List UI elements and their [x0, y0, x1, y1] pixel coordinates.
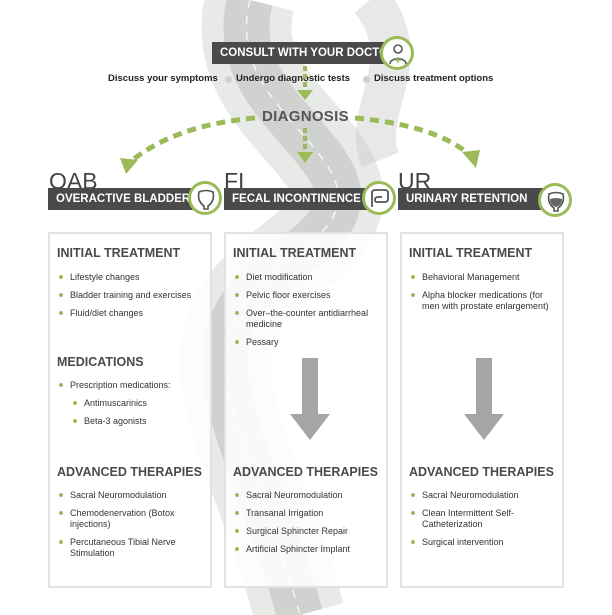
full-bladder-icon — [547, 191, 565, 212]
ur-advanced-list: Sacral Neuromodulation Clean Intermitten… — [410, 490, 550, 555]
list-item: Behavioral Management — [410, 272, 550, 283]
fi-banner: FECAL INCONTINENCE — [224, 188, 372, 210]
oab-medications-list: Prescription medications: Antimuscarinic… — [58, 380, 208, 434]
list-item: Sacral Neuromodulation — [234, 490, 384, 501]
doctor-badge — [380, 36, 414, 70]
fi-advanced-heading: ADVANCED THERAPIES — [233, 465, 378, 479]
bladder-icon — [197, 189, 215, 210]
step-symptoms: Discuss your symptoms — [108, 73, 218, 84]
oab-advanced-list: Sacral Neuromodulation Chemodenervation … — [58, 490, 198, 566]
list-item: Pelvic floor exercises — [234, 290, 384, 301]
list-item: Diet modification — [234, 272, 384, 283]
fi-initial-list: Diet modification Pelvic floor exercises… — [234, 272, 384, 355]
oab-initial-heading: INITIAL TREATMENT — [57, 246, 181, 260]
step-tests: Undergo diagnostic tests — [236, 73, 351, 84]
list-item: Bladder training and exercises — [58, 290, 208, 301]
step-dot — [363, 76, 370, 83]
oab-initial-list: Lifestyle changes Bladder training and e… — [58, 272, 208, 326]
list-item: Pessary — [234, 337, 384, 348]
step-options: Discuss treatment options — [374, 73, 494, 84]
list-item: Lifestyle changes — [58, 272, 208, 283]
oab-column: INITIAL TREATMENT Lifestyle changes Blad… — [48, 232, 212, 588]
down-arrow-icon — [290, 358, 330, 440]
ur-advanced-heading: ADVANCED THERAPIES — [409, 465, 554, 479]
consult-label: CONSULT WITH YOUR DOCTOR — [220, 47, 397, 59]
list-item: Alpha blocker medications (for men with … — [410, 290, 550, 312]
list-item: Fluid/diet changes — [58, 308, 208, 319]
oab-banner: OVERACTIVE BLADDER — [48, 188, 196, 210]
list-item: Surgical intervention — [410, 537, 550, 548]
list-item: Surgical Sphincter Repair — [234, 526, 384, 537]
ur-badge — [538, 183, 572, 217]
list-item: Antimuscarinics — [58, 398, 208, 409]
list-item: Chemodenervation (Botox injections) — [58, 508, 198, 530]
fi-abbr: FI — [224, 168, 245, 194]
fi-advanced-list: Sacral Neuromodulation Transanal Irrigat… — [234, 490, 384, 562]
fi-badge — [362, 181, 396, 215]
list-item: Sacral Neuromodulation — [410, 490, 550, 501]
list-item: Over–the-counter antidiarrheal medicine — [234, 308, 384, 330]
ur-banner: URINARY RETENTION — [398, 188, 546, 210]
fi-column: INITIAL TREATMENT Diet modification Pelv… — [224, 232, 388, 588]
step-dot — [225, 76, 232, 83]
list-item: Sacral Neuromodulation — [58, 490, 198, 501]
list-item: Clean Intermittent Self-Catheterization — [410, 508, 550, 530]
doctor-icon — [389, 44, 407, 65]
list-item: Artificial Sphincter Implant — [234, 544, 384, 555]
fi-name: FECAL INCONTINENCE — [232, 193, 361, 205]
oab-name: OVERACTIVE BLADDER — [56, 193, 191, 205]
ur-initial-list: Behavioral Management Alpha blocker medi… — [410, 272, 550, 319]
diagnosis-label: DIAGNOSIS — [262, 108, 349, 125]
oab-advanced-heading: ADVANCED THERAPIES — [57, 465, 202, 479]
list-item: Transanal Irrigation — [234, 508, 384, 519]
oab-medications-heading: MEDICATIONS — [57, 355, 144, 369]
fi-initial-heading: INITIAL TREATMENT — [233, 246, 357, 260]
ur-initial-heading: INITIAL TREATMENT — [409, 246, 533, 260]
oab-badge — [188, 181, 222, 215]
consult-banner: CONSULT WITH YOUR DOCTOR — [212, 42, 396, 64]
ur-name: URINARY RETENTION — [406, 193, 528, 205]
list-item: Beta-3 agonists — [58, 416, 208, 427]
list-item: Prescription medications: — [58, 380, 208, 391]
list-item: Percutaneous Tibial Nerve Stimulation — [58, 537, 198, 559]
ur-column: INITIAL TREATMENT Behavioral Management … — [400, 232, 564, 588]
down-arrow-icon — [464, 358, 504, 440]
intestine-icon — [371, 189, 389, 207]
